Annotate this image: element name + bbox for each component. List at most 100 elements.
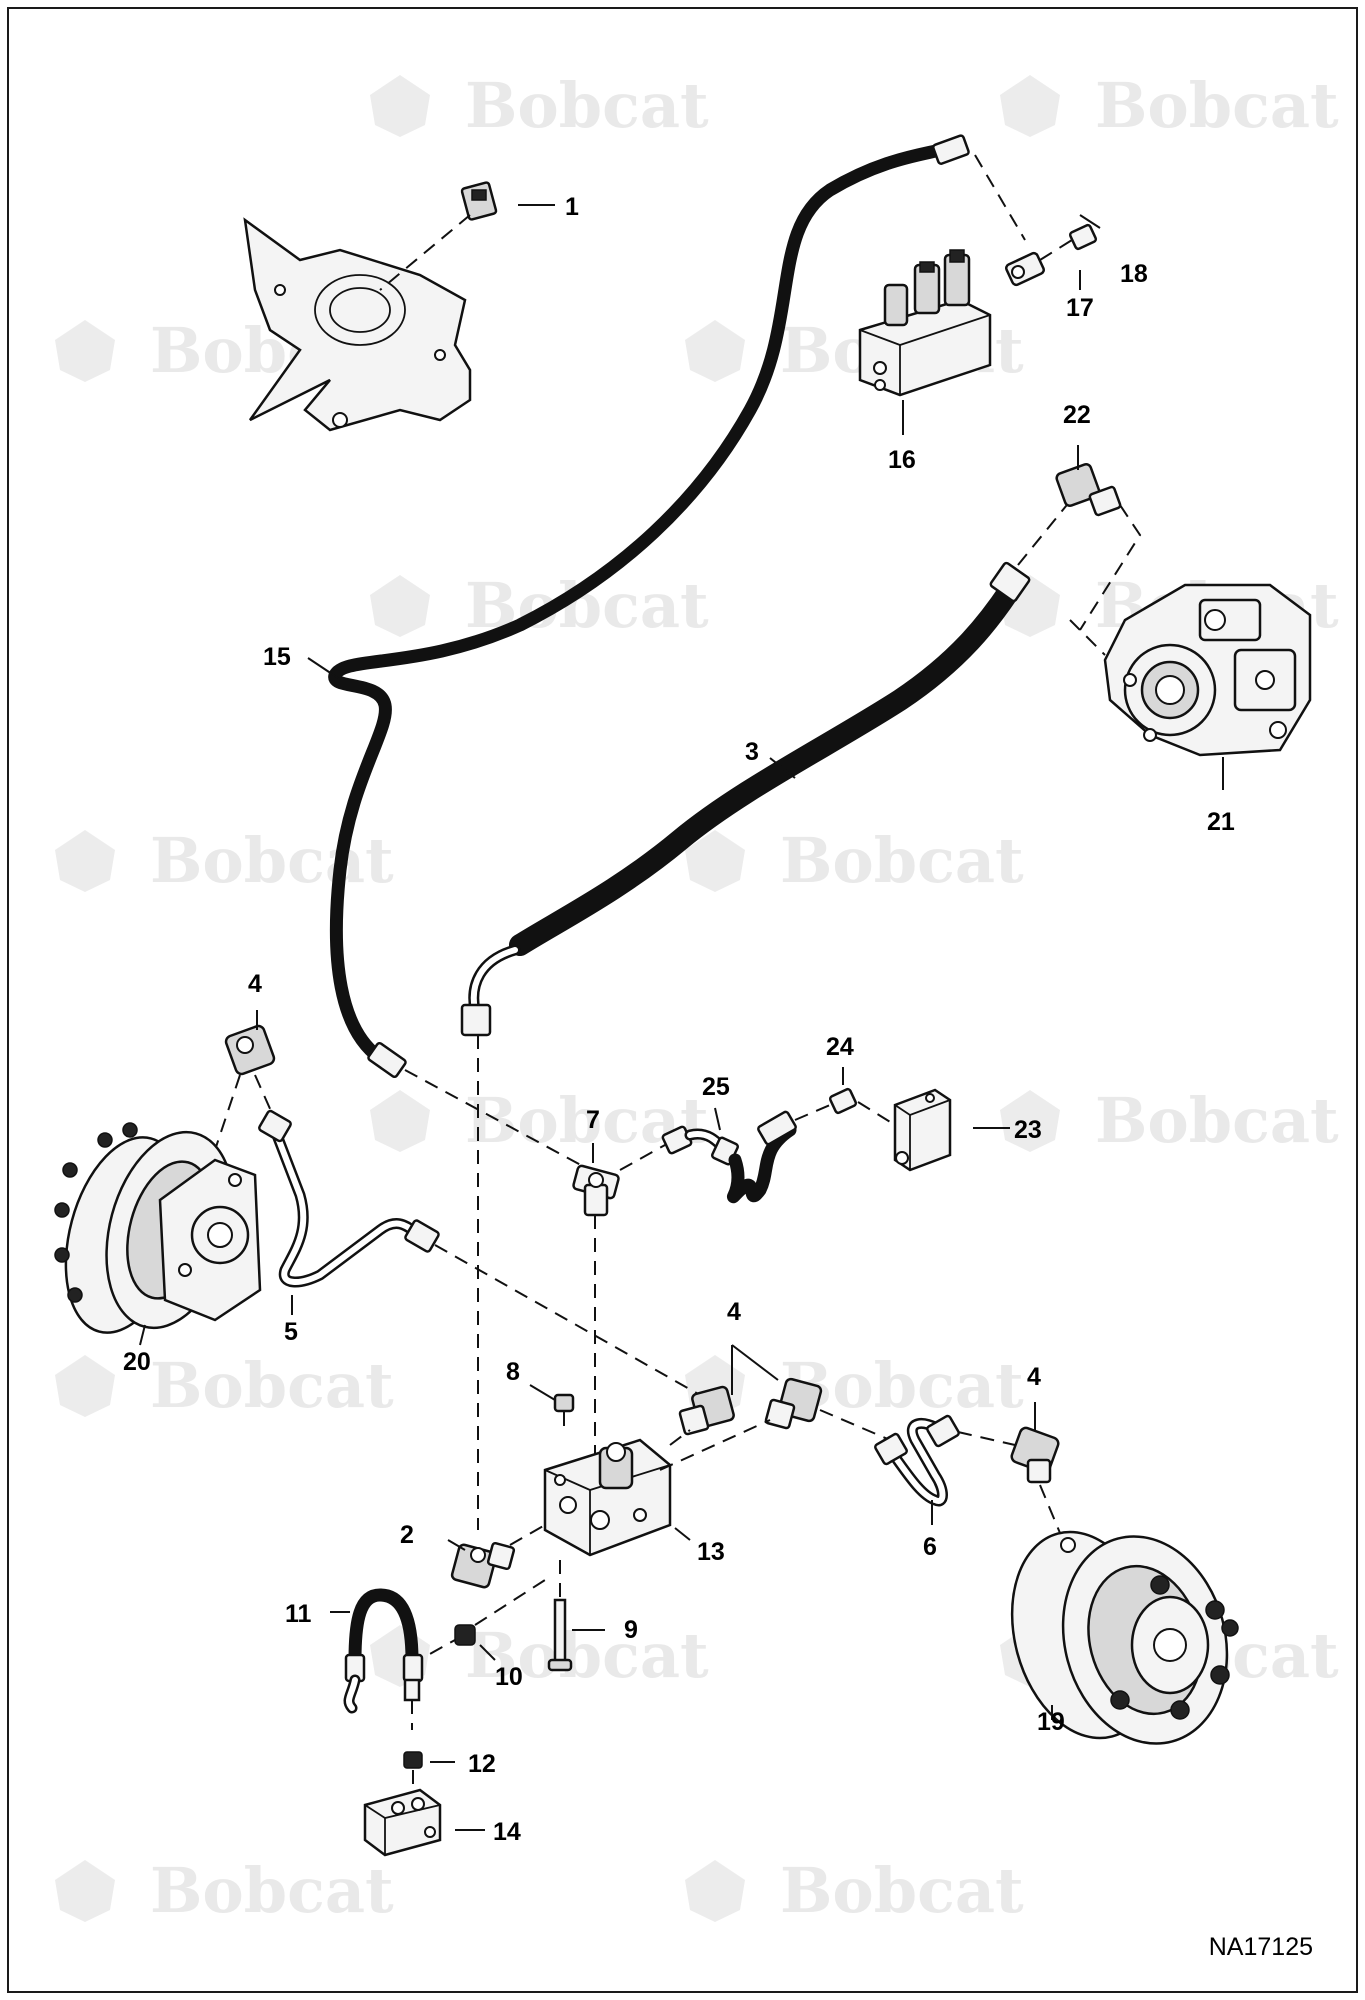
watermark-bobcat: Bobcat bbox=[1000, 1084, 1339, 1157]
watermark-text: Bobcat bbox=[780, 824, 1024, 897]
dashed-line bbox=[1017, 494, 1076, 566]
adapter-18[interactable] bbox=[1068, 223, 1098, 251]
callout-24: 24 bbox=[826, 1033, 854, 1061]
hose-11[interactable] bbox=[343, 1588, 424, 1714]
watermark-text: Bobcat bbox=[150, 1349, 394, 1422]
tee-fitting-7[interactable] bbox=[572, 1164, 620, 1217]
elbow-fitting-4c[interactable] bbox=[764, 1377, 823, 1430]
dashed-line bbox=[794, 1104, 831, 1121]
valve-block-13[interactable] bbox=[543, 1438, 672, 1557]
watermark-bobcat: Bobcat bbox=[55, 1854, 394, 1927]
callout-6: 6 bbox=[923, 1533, 937, 1561]
dashed-line bbox=[957, 1431, 1016, 1446]
callout-15: 15 bbox=[263, 643, 291, 671]
elbow-fitting-2[interactable] bbox=[450, 1541, 516, 1589]
callout-8: 8 bbox=[506, 1358, 520, 1386]
dashed-line bbox=[974, 154, 1026, 241]
dashed-line bbox=[819, 1409, 891, 1441]
valve-block-23[interactable] bbox=[893, 1088, 952, 1172]
dashed-line bbox=[379, 214, 471, 291]
dashed-line bbox=[857, 1101, 896, 1126]
dashed-line bbox=[1039, 239, 1073, 261]
watermark-text: Bobcat bbox=[780, 1854, 1024, 1927]
tube-6[interactable] bbox=[874, 1414, 960, 1507]
dashed-line bbox=[214, 1074, 241, 1151]
watermark-bobcat: Bobcat bbox=[370, 69, 709, 142]
callout-2: 2 bbox=[400, 1521, 414, 1549]
callout-3: 3 bbox=[745, 738, 759, 766]
drive-motor-20[interactable] bbox=[46, 1118, 262, 1346]
hose-25[interactable] bbox=[661, 1110, 797, 1204]
callout-19: 19 bbox=[1037, 1708, 1065, 1736]
fitting-12[interactable] bbox=[403, 1751, 423, 1769]
dashed-line bbox=[1079, 504, 1142, 631]
tee-adapter-17[interactable] bbox=[1005, 251, 1045, 287]
watermark-bobcat: Bobcat bbox=[685, 824, 1024, 897]
callout-25: 25 bbox=[702, 1073, 730, 1101]
dashed-line bbox=[659, 1419, 771, 1471]
watermark-text: Bobcat bbox=[1095, 1084, 1339, 1157]
block-14[interactable] bbox=[363, 1788, 442, 1857]
nut-8[interactable] bbox=[553, 1393, 575, 1413]
callout-21: 21 bbox=[1207, 808, 1235, 836]
hose-15[interactable] bbox=[328, 134, 970, 1079]
callout-4b: 4 bbox=[727, 1298, 741, 1326]
watermark-text: Bobcat bbox=[150, 824, 394, 897]
callout-20: 20 bbox=[123, 1348, 151, 1376]
callout-leaders bbox=[139, 204, 1224, 1831]
elbow-fitting-4a[interactable] bbox=[224, 1024, 276, 1076]
bolt-9[interactable] bbox=[547, 1598, 573, 1672]
callout-7: 7 bbox=[586, 1106, 600, 1134]
drive-motor-19[interactable] bbox=[990, 1515, 1249, 1762]
dashed-line bbox=[619, 1144, 666, 1171]
elbow-fitting-4b[interactable] bbox=[678, 1385, 735, 1436]
watermark-text: Bobcat bbox=[1095, 69, 1339, 142]
callout-leader bbox=[731, 1344, 779, 1395]
callout-14: 14 bbox=[493, 1818, 521, 1846]
callout-17: 17 bbox=[1066, 294, 1094, 322]
dashed-line bbox=[1069, 619, 1106, 656]
callout-12: 12 bbox=[468, 1750, 496, 1778]
elbow-fitting-4d[interactable] bbox=[1010, 1426, 1060, 1484]
callout-10: 10 bbox=[495, 1663, 523, 1691]
watermark-bobcat: Bobcat bbox=[685, 1349, 1024, 1422]
plug-10[interactable] bbox=[454, 1624, 476, 1646]
callout-9: 9 bbox=[624, 1616, 638, 1644]
bracket-assembly bbox=[243, 217, 472, 432]
callout-16: 16 bbox=[888, 446, 916, 474]
diagram-frame bbox=[7, 7, 1358, 1993]
callout-4a: 4 bbox=[248, 970, 262, 998]
callout-labels: 1 2 3 4 4 4 5 6 7 8 9 10 11 12 13 14 15 … bbox=[123, 193, 1235, 1846]
callout-18: 18 bbox=[1120, 260, 1148, 288]
watermark-bobcat: Bobcat bbox=[685, 1854, 1024, 1927]
dashed-line bbox=[434, 1244, 701, 1396]
watermark-text: Bobcat bbox=[465, 69, 709, 142]
callout-22: 22 bbox=[1063, 401, 1091, 429]
callout-5: 5 bbox=[284, 1318, 298, 1346]
drawing-number: NA17125 bbox=[1208, 1933, 1313, 1961]
callout-11: 11 bbox=[285, 1600, 312, 1628]
dashed-line bbox=[474, 1579, 546, 1626]
hydrostatic-pump-21[interactable] bbox=[1103, 583, 1312, 757]
dashed-line bbox=[254, 1074, 276, 1121]
callout-1: 1 bbox=[565, 193, 579, 221]
watermark-bobcat: Bobcat bbox=[55, 824, 394, 897]
dashed-line bbox=[404, 1069, 591, 1171]
watermark-bobcat: Bobcat bbox=[370, 569, 709, 642]
callout-13: 13 bbox=[697, 1538, 725, 1566]
connector-1[interactable] bbox=[460, 181, 498, 221]
watermark-bobcat: Bobcat bbox=[55, 1349, 394, 1422]
watermark-text: Bobcat bbox=[465, 1619, 709, 1692]
dashed-line bbox=[669, 1429, 691, 1446]
tube-5[interactable] bbox=[258, 1109, 440, 1288]
solenoid-valve-block-16[interactable] bbox=[858, 249, 992, 397]
elbow-fitting-22[interactable] bbox=[1055, 463, 1122, 517]
callout-4c: 4 bbox=[1027, 1363, 1041, 1391]
watermark-bobcat: Bobcat bbox=[1000, 69, 1339, 142]
hose-3[interactable] bbox=[460, 561, 1031, 1037]
watermark-text: Bobcat bbox=[150, 1854, 394, 1927]
adapter-24[interactable] bbox=[828, 1087, 858, 1115]
dashed-line bbox=[509, 1524, 546, 1546]
